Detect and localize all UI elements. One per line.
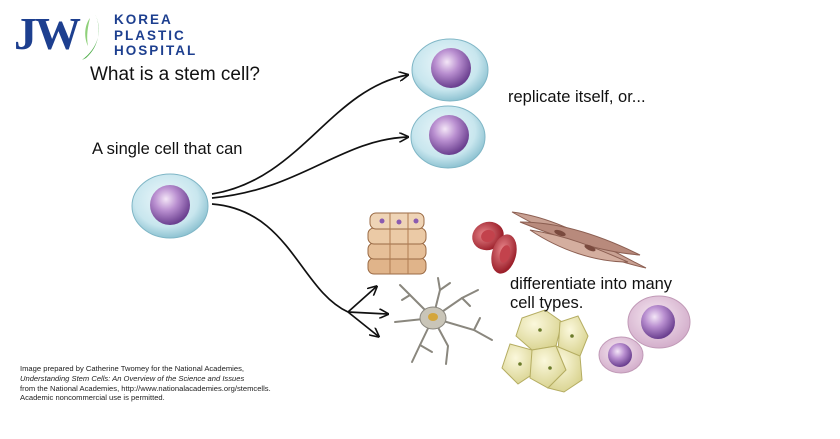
arrow-to-muscle-cells: [347, 287, 376, 313]
arrows: [211, 75, 407, 336]
differentiate-line-1: differentiate into many: [510, 275, 673, 293]
logo-line-plastic: PLASTIC: [114, 27, 186, 43]
logo-wordmark: KOREA PLASTIC HOSPITAL: [114, 12, 197, 59]
hospital-logo: JW KOREA PLASTIC HOSPITAL: [14, 8, 204, 64]
replicated-cell-bottom: [410, 105, 486, 169]
credit-book-title: Understanding Stem Cells: An Overview of…: [20, 373, 245, 383]
credit-line-3: from the National Academies, http://www.…: [20, 383, 271, 393]
replicate-label: replicate itself, or...: [508, 88, 646, 106]
diagram-question: What is a stem cell?: [90, 64, 260, 85]
arrow-to-lower-cells: [347, 311, 378, 336]
leaf-face-icon: [82, 12, 99, 60]
credit-line-1: Image prepared by Catherine Twomey for t…: [20, 364, 244, 373]
differentiate-label: differentiate into many cell types.: [510, 275, 672, 313]
logo-line-korea: KOREA: [114, 12, 173, 27]
logo-monogram: JW: [14, 8, 81, 59]
credit-line-4: Academic noncommercial use is permitted.: [20, 393, 165, 403]
arrow-to-replicate-bottom: [211, 137, 407, 199]
arrow-to-replicate-top: [211, 75, 407, 195]
logo-line-hospital: HOSPITAL: [114, 43, 198, 58]
stem-cell: [131, 173, 209, 239]
arrow-differentiate-trunk: [211, 203, 349, 313]
image-credit: Image prepared by Catherine Twomey for t…: [20, 364, 271, 403]
fat-cells: [501, 309, 589, 393]
immune-cell-large: [627, 295, 691, 349]
intro-label: A single cell that can: [92, 140, 243, 158]
replicated-cell-top: [411, 38, 489, 102]
neuron-nucleus: [428, 313, 438, 321]
arrow-to-neuron: [347, 312, 387, 314]
red-blood-cells: [472, 221, 517, 274]
immune-cell-small: [598, 336, 644, 374]
differentiate-line-2: cell types.: [510, 294, 584, 312]
tissue-cell-block: [367, 212, 427, 275]
credit-line-2: Understanding Stem Cells: An Overview of…: [20, 374, 271, 384]
muscle-cells: [511, 211, 647, 269]
